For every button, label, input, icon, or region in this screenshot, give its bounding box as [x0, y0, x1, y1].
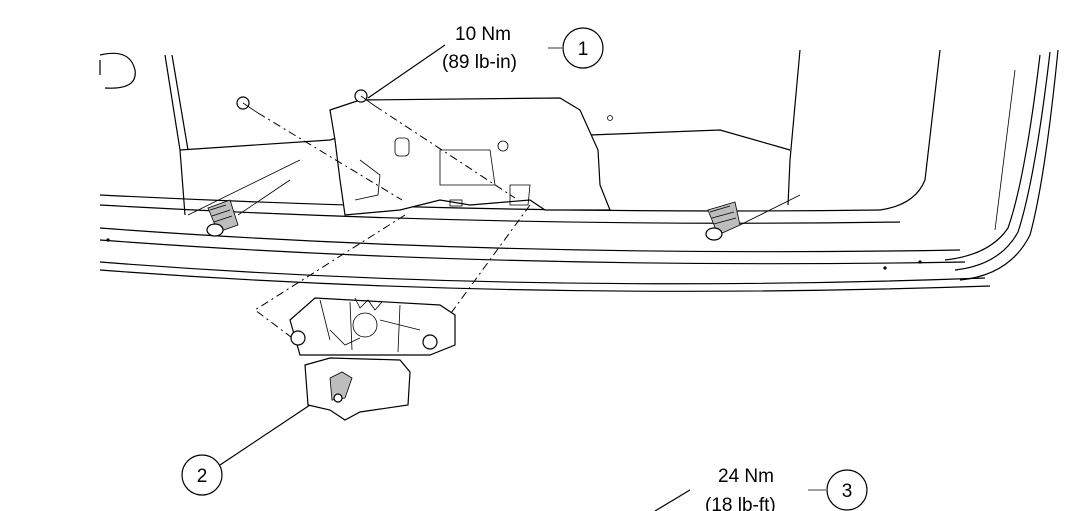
callout-3-circle: [826, 469, 868, 511]
callout-1-torque-imperial: (89 lb-in): [442, 52, 517, 73]
callout-1-circle: [562, 27, 604, 69]
latch-bolts: [236, 89, 516, 201]
callout-3-torque-imperial: (18 lb-ft): [705, 495, 776, 511]
latch-mounting-plate: [329, 97, 613, 216]
callout-1: 10 Nm (89 lb-in) 1: [367, 24, 604, 99]
tailgate-latch: [254, 204, 531, 421]
callout-3-number: 3: [842, 481, 853, 502]
left-bumper: [206, 199, 239, 237]
callout-2-circle: [181, 454, 223, 496]
right-bumper: [705, 201, 741, 241]
callout-2: 2: [181, 404, 311, 496]
callout-3: 24 Nm (18 lb-ft) 3: [654, 466, 868, 511]
callout-1-number: 1: [578, 39, 589, 60]
callout-3-torque-nm: 24 Nm: [718, 466, 774, 487]
callout-2-number: 2: [197, 466, 208, 487]
callout-1-torque-nm: 10 Nm: [455, 24, 511, 45]
